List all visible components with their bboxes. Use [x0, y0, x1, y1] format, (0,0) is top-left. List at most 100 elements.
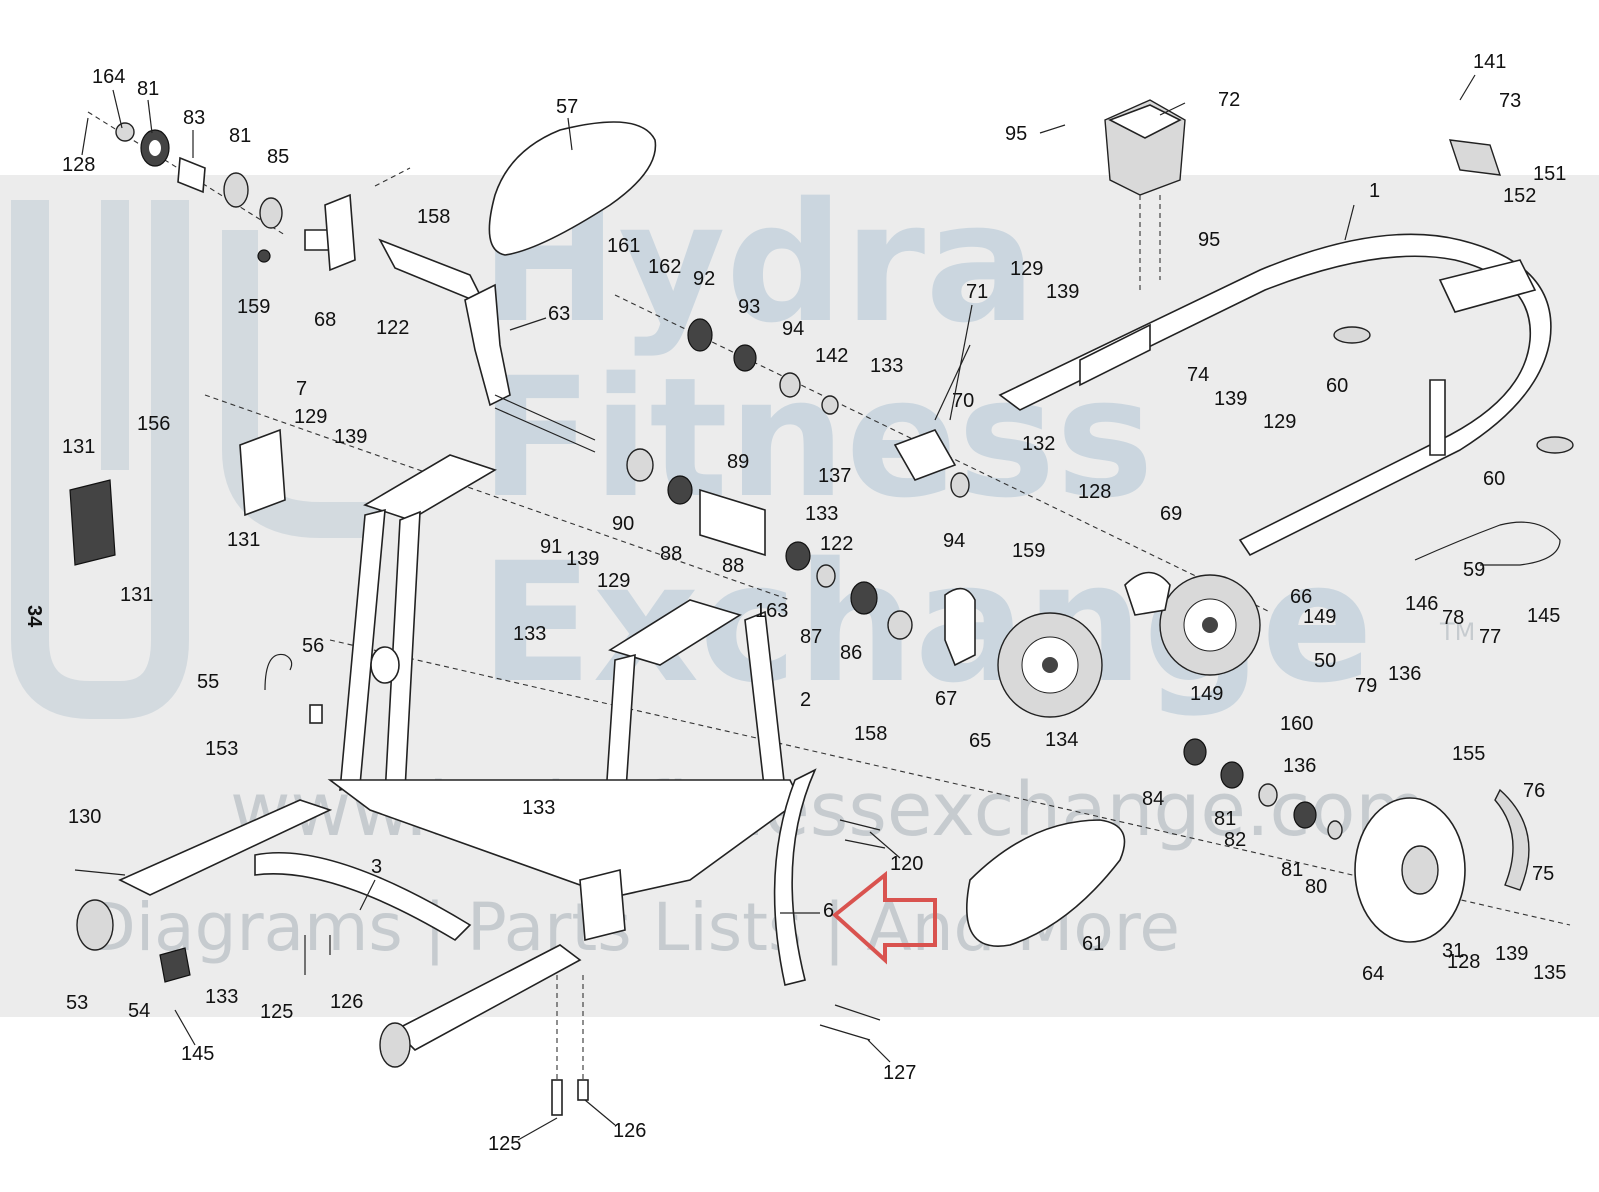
callout-labels: 164 81 128 83 81 85 158 159 68 122 57 63…	[62, 51, 1566, 1155]
callout-label: 139	[334, 426, 367, 448]
callout-label: 81	[229, 125, 251, 147]
callout-label: 89	[727, 451, 749, 473]
callout-label: 77	[1479, 626, 1501, 648]
callout-label: 122	[376, 317, 409, 339]
pulley-66	[1159, 574, 1261, 676]
callout-label: 69	[1160, 503, 1182, 525]
leader-lines	[81, 74, 1476, 1141]
belt-57	[488, 121, 657, 256]
callout-label: 156	[137, 413, 170, 435]
front-stabilizer	[118, 799, 333, 896]
base-frame	[327, 779, 802, 942]
callout-label: 67	[935, 688, 957, 710]
callout-label: 63	[548, 303, 570, 325]
callout-label: 127	[883, 1062, 916, 1084]
callout-label: 151	[1533, 163, 1566, 185]
callout-label: 126	[330, 991, 363, 1013]
callout-label: 139	[566, 548, 599, 570]
callout-label: 65	[969, 730, 991, 752]
callout-label: 125	[488, 1133, 521, 1155]
stabilizer-3	[254, 852, 472, 942]
callout-label: 133	[805, 503, 838, 525]
callout-label: 57	[556, 96, 578, 118]
callout-label: 149	[1190, 683, 1223, 705]
callout-label: 149	[1303, 606, 1336, 628]
callout-label: 145	[181, 1043, 214, 1065]
sensor-56	[309, 704, 323, 724]
callout-label: 71	[966, 281, 988, 303]
flywheel-64	[1354, 797, 1466, 943]
callout-label: 53	[66, 992, 88, 1014]
callout-label: 70	[952, 390, 974, 412]
callout-label: 66	[1290, 586, 1312, 608]
callout-label: 133	[522, 797, 555, 819]
callout-label: 95	[1198, 229, 1220, 251]
callout-label: 133	[205, 986, 238, 1008]
power-cord-59	[1414, 521, 1561, 566]
callout-label: 68	[314, 309, 336, 331]
callout-label: 92	[693, 268, 715, 290]
callout-label: 76	[1523, 780, 1545, 802]
pulley-65	[997, 612, 1103, 718]
callout-label: 83	[183, 107, 205, 129]
callout-label: 78	[1442, 607, 1464, 629]
callout-label: 88	[660, 543, 682, 565]
callout-label: 88	[722, 555, 744, 577]
callout-label: 80	[1305, 876, 1327, 898]
callout-label: 74	[1187, 364, 1209, 386]
callout-label: 72	[1218, 89, 1240, 111]
callout-label: 7	[296, 378, 307, 400]
callout-label: 129	[1010, 258, 1043, 280]
callout-label: 134	[1045, 729, 1078, 751]
callout-label: 64	[1362, 963, 1384, 985]
callout-label: 75	[1532, 863, 1554, 885]
callout-label: 54	[128, 1000, 150, 1022]
callout-label: 73	[1499, 90, 1521, 112]
callout-label: 60	[1326, 375, 1348, 397]
frame-1	[998, 233, 1552, 557]
callout-label: 93	[738, 296, 760, 318]
callout-label: 159	[237, 296, 270, 318]
callout-label: 129	[294, 406, 327, 428]
callout-label: 139	[1046, 281, 1079, 303]
callout-label: 153	[205, 738, 238, 760]
callout-label: 55	[197, 671, 219, 693]
callout-label: 152	[1503, 185, 1536, 207]
callout-label: 159	[1012, 540, 1045, 562]
callout-label: 56	[302, 635, 324, 657]
callout-label: 161	[607, 235, 640, 257]
arm-6	[773, 768, 817, 986]
callout-label: 163	[755, 600, 788, 622]
callout-label: 50	[1314, 650, 1336, 672]
plate-73	[1448, 139, 1502, 176]
callout-label: 79	[1355, 675, 1377, 697]
callout-label: 141	[1473, 51, 1506, 73]
callout-label: 61	[1082, 933, 1104, 955]
callout-label: 158	[854, 723, 887, 745]
callout-label: 31	[1442, 940, 1464, 962]
page-number: 34	[23, 605, 45, 628]
callout-label: 94	[782, 318, 804, 340]
callout-label: 1	[1369, 180, 1380, 202]
callout-label: 85	[267, 146, 289, 168]
callout-label: 125	[260, 1001, 293, 1023]
callout-label: 84	[1142, 788, 1164, 810]
callout-label: 81	[1281, 859, 1303, 881]
callout-label: 131	[120, 584, 153, 606]
crank-63	[464, 283, 596, 453]
parts	[69, 99, 1574, 1116]
callout-label: 82	[1224, 829, 1246, 851]
callout-label: 142	[815, 345, 848, 367]
feet-60	[1333, 326, 1574, 454]
foot-pad-54	[159, 947, 191, 983]
callout-label: 137	[818, 465, 851, 487]
watermark-trademark: TM	[1439, 618, 1475, 646]
callout-label: 129	[1263, 411, 1296, 433]
bracket-68	[324, 167, 487, 307]
brake-75	[1494, 788, 1530, 891]
idler-70	[893, 344, 971, 498]
callout-label: 155	[1452, 743, 1485, 765]
watermark-band	[0, 175, 1599, 1017]
callout-label: 91	[540, 536, 562, 558]
callout-label: 164	[92, 66, 125, 88]
